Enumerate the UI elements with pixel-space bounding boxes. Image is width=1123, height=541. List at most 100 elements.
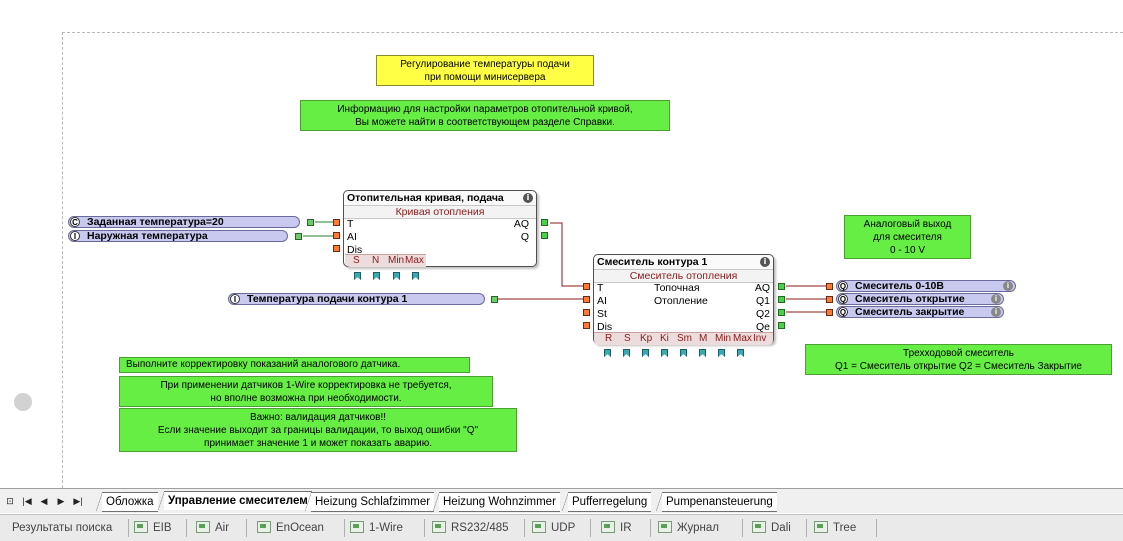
next-sheet-button[interactable]: ▶ xyxy=(57,496,65,506)
supply-connector[interactable]: I Температура подачи контура 1 xyxy=(228,293,485,305)
curve-param-max: Max xyxy=(405,255,424,266)
ir-label: IR xyxy=(620,522,632,534)
curve-port-ai[interactable] xyxy=(333,232,340,239)
tab-rs232[interactable]: RS232/485 xyxy=(432,519,509,537)
tab-tree[interactable]: Tree xyxy=(814,519,856,537)
tab-mixer-control[interactable]: Управление смесителем xyxy=(158,491,312,510)
curve-param-row: S N Min Max xyxy=(345,254,426,267)
curve-port-t[interactable] xyxy=(333,219,340,226)
eib-label: EIB xyxy=(153,522,172,534)
info-icon[interactable]: i xyxy=(991,307,1001,317)
tab-enocean[interactable]: EnOcean xyxy=(257,519,324,537)
output-icon: Q xyxy=(838,281,848,291)
tab-eib[interactable]: EIB xyxy=(134,519,172,537)
output-icon: Q xyxy=(838,307,848,317)
tab-1wire[interactable]: 1-Wire xyxy=(350,519,403,537)
mixer-output-q1: Q1 xyxy=(755,295,770,307)
title-note-line1: Регулирование температуры подачи xyxy=(400,59,570,70)
supply-output-port[interactable] xyxy=(491,296,498,303)
tab-air[interactable]: Air xyxy=(196,519,229,537)
rs232-label: RS232/485 xyxy=(451,522,509,534)
constant-icon: C xyxy=(70,217,80,227)
mixer-port-ai[interactable] xyxy=(583,296,590,303)
curve-port-aq[interactable] xyxy=(541,219,548,226)
mixer-center-line2: Отопление xyxy=(654,295,708,307)
open-input-port[interactable] xyxy=(826,296,833,303)
scroll-indicator[interactable] xyxy=(14,393,32,411)
wire-layer xyxy=(303,221,829,313)
close-input-port[interactable] xyxy=(826,309,833,316)
tab-dali[interactable]: Dali xyxy=(752,519,791,537)
mixer-port-q1[interactable] xyxy=(778,296,785,303)
mixer-note-line2: Q1 = Смеситель открытие Q2 = Смеситель З… xyxy=(834,361,1082,372)
tab-heizung-schlafzimmer[interactable]: Heizung Schlafzimmer xyxy=(304,492,435,512)
title-note[interactable]: Регулирование температуры подачи при пом… xyxy=(376,55,594,86)
tab-cover[interactable]: Обложка xyxy=(96,492,158,512)
validation-note[interactable]: Важно: валидация датчиков!! Если значени… xyxy=(119,408,517,452)
outdoor-output-port[interactable] xyxy=(295,233,302,240)
input-icon: I xyxy=(230,294,240,304)
mixer-param-sm: Sm xyxy=(677,333,692,344)
close-output-connector[interactable]: Q Смеситель закрытие i xyxy=(836,306,1004,318)
mixer-output-aq: AQ xyxy=(754,282,770,294)
curve-block-title: Отопительная кривая, подача xyxy=(344,191,536,205)
heating-curve-block[interactable]: Отопительная кривая, подача i Кривая ото… xyxy=(343,190,537,267)
curve-output-aq: AQ xyxy=(513,218,529,230)
outdoor-connector[interactable]: I Наружная температура xyxy=(68,230,288,242)
air-label: Air xyxy=(215,522,230,534)
curve-input-dis: Dis xyxy=(347,244,363,256)
onewire-note-line2: но вполне возможна при необходимости. xyxy=(210,393,402,404)
curve-port-dis[interactable] xyxy=(333,245,340,252)
analog-note[interactable]: Аналоговый выход для смесителя 0 - 10 V xyxy=(844,215,971,259)
info-icon[interactable]: i xyxy=(760,257,770,267)
mixer-param-r: R xyxy=(605,333,613,344)
network-icon xyxy=(752,521,766,533)
mixer-port-aq[interactable] xyxy=(778,283,785,290)
close-output-label: Смеситель закрытие xyxy=(855,306,965,318)
mixer-port-dis[interactable] xyxy=(583,322,590,329)
tab-udp[interactable]: UDP xyxy=(532,519,575,537)
outdoor-label: Наружная температура xyxy=(87,230,208,242)
validation-note-line2: Если значение выходит за границы валидац… xyxy=(157,425,479,436)
analog-input-port[interactable] xyxy=(826,283,833,290)
curve-output-q: Q xyxy=(520,231,529,243)
setpoint-label: Заданная температура=20 xyxy=(87,216,224,228)
network-icon xyxy=(432,521,446,533)
info-icon[interactable]: i xyxy=(1003,281,1013,291)
last-sheet-button[interactable]: ▶| xyxy=(73,496,83,506)
tab-ir[interactable]: IR xyxy=(601,519,632,537)
mixer-param-kp: Kp xyxy=(640,333,653,344)
network-icon xyxy=(350,521,364,533)
tab-search-results[interactable]: Результаты поиска xyxy=(12,519,112,537)
tab-heizung-wohnzimmer[interactable]: Heizung Wohnzimmer xyxy=(433,492,560,512)
mixer-param-ki: Ki xyxy=(660,333,669,344)
mixer-note[interactable]: Трехходовой смеситель Q1 = Смеситель отк… xyxy=(805,344,1112,375)
setpoint-connector[interactable]: C Заданная температура=20 xyxy=(68,216,300,228)
info-icon[interactable]: i xyxy=(523,193,533,203)
onewire-note[interactable]: При применении датчиков 1-Wire корректир… xyxy=(119,376,493,407)
mixer-param-m: M xyxy=(699,333,708,344)
mixer-port-st[interactable] xyxy=(583,309,590,316)
tab-pumpenansteuerung[interactable]: Pumpenansteuerung xyxy=(656,492,777,512)
sheet-menu-button[interactable]: ⊡ xyxy=(6,496,14,506)
mixer-port-qe[interactable] xyxy=(778,322,785,329)
mixer-param-inv: Inv xyxy=(753,333,767,344)
mixer-port-q2[interactable] xyxy=(778,309,785,316)
analog-output-connector[interactable]: Q Смеситель 0-10В i xyxy=(836,280,1016,292)
tab-separator xyxy=(186,519,187,537)
prev-sheet-button[interactable]: ◀ xyxy=(40,496,48,506)
curve-block-subtitle: Кривая отопления xyxy=(344,205,536,219)
dali-label: Dali xyxy=(771,522,791,534)
info-note[interactable]: Информацию для настройки параметров отоп… xyxy=(300,100,670,131)
tab-journal[interactable]: Журнал xyxy=(658,519,719,537)
program-canvas[interactable]: Регулирование температуры подачи при пом… xyxy=(0,0,1123,488)
curve-port-q[interactable] xyxy=(541,232,548,239)
setpoint-output-port[interactable] xyxy=(307,219,314,226)
mixer-port-t[interactable] xyxy=(583,283,590,290)
first-sheet-button[interactable]: |◀ xyxy=(22,496,32,506)
mixer-block[interactable]: Смеситель контура 1 i Смеситель отоплени… xyxy=(593,254,774,345)
tab-pufferregelung[interactable]: Pufferregelung xyxy=(561,492,652,512)
calibration-note[interactable]: Выполните корректировку показаний аналог… xyxy=(119,357,470,373)
open-output-connector[interactable]: Q Смеситель открытие i xyxy=(836,293,1004,305)
info-icon[interactable]: i xyxy=(991,294,1001,304)
